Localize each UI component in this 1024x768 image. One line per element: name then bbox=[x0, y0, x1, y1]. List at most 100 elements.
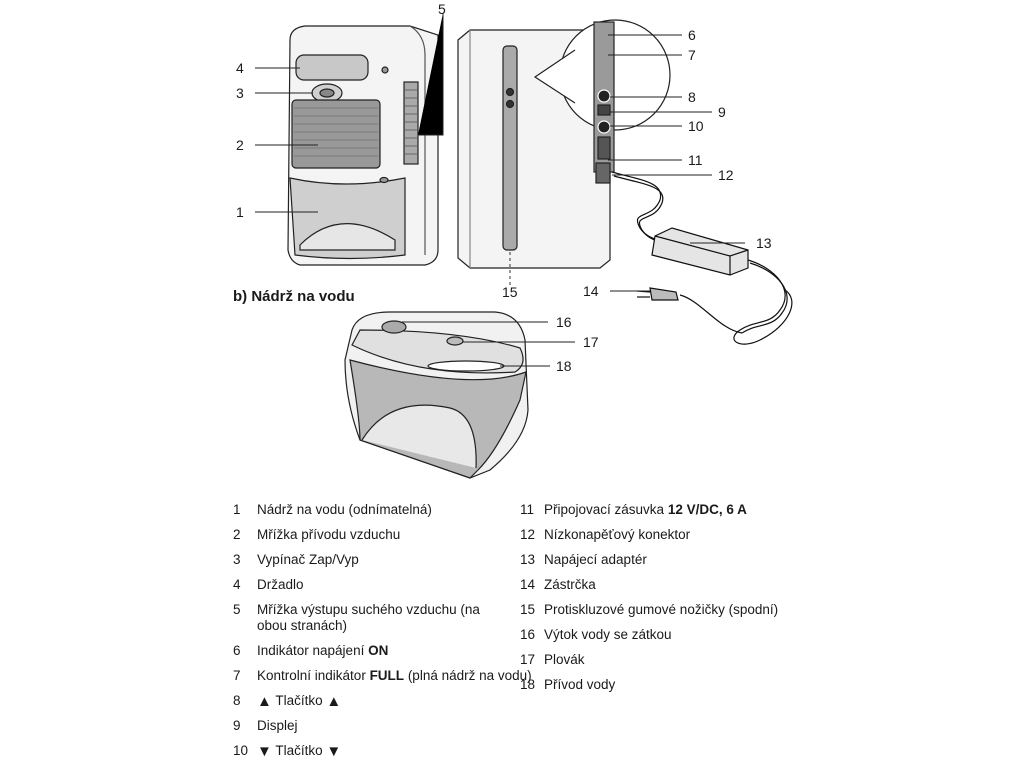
legend-text: Plovák bbox=[544, 652, 820, 668]
legend-text-bold: FULL bbox=[370, 668, 405, 683]
legend-number: 4 bbox=[233, 577, 257, 593]
legend-text: Indikátor napájení ON bbox=[257, 643, 523, 659]
callout-18: 18 bbox=[556, 358, 572, 374]
legend-number: 16 bbox=[520, 627, 544, 643]
down-triangle-icon: ▼ bbox=[257, 745, 272, 759]
dehumidifier-rear-view bbox=[458, 20, 670, 285]
callout-17: 17 bbox=[583, 334, 599, 350]
legend-item-7: 7 Kontrolní indikátor FULL (plná nádrž n… bbox=[233, 668, 523, 684]
legend-text: Výtok vody se zátkou bbox=[544, 627, 820, 643]
adapter-body-shape bbox=[652, 228, 748, 275]
legend-number: 9 bbox=[233, 718, 257, 734]
legend-number: 5 bbox=[233, 602, 257, 618]
legend-text: Protiskluzové gumové nožičky (spodní) bbox=[544, 602, 820, 618]
float-shape bbox=[447, 337, 463, 345]
legend-item-10: 10 ▼ Tlačítko ▼ bbox=[233, 743, 523, 759]
up-triangle-icon: ▲ bbox=[257, 695, 272, 709]
callout-13: 13 bbox=[756, 235, 772, 251]
legend-number: 8 bbox=[233, 693, 257, 709]
legend-item-8: 8 ▲ Tlačítko ▲ bbox=[233, 693, 523, 709]
legend-text: Kontrolní indikátor FULL (plná nádrž na … bbox=[257, 668, 532, 684]
legend-text: Vypínač Zap/Vyp bbox=[257, 552, 523, 568]
legend-number: 13 bbox=[520, 552, 544, 568]
legend-number: 14 bbox=[520, 577, 544, 593]
legend-item-17: 17 Plovák bbox=[520, 652, 820, 668]
air-outlet-grille-shape bbox=[404, 82, 418, 164]
legend-text: Zástrčka bbox=[544, 577, 820, 593]
callout-12: 12 bbox=[718, 167, 734, 183]
legend-text-part: (plná nádrž na vodu) bbox=[404, 668, 532, 683]
legend-number: 12 bbox=[520, 527, 544, 543]
callout-3: 3 bbox=[236, 85, 244, 101]
legend-text: Připojovací zásuvka 12 V/DC, 6 A bbox=[544, 502, 820, 518]
legend-text: Držadlo bbox=[257, 577, 523, 593]
legend-text: Mřížka přívodu vzduchu bbox=[257, 527, 523, 543]
up-triangle-icon: ▲ bbox=[326, 695, 341, 709]
plug-shape bbox=[650, 288, 678, 300]
water-outlet-plug-shape bbox=[382, 321, 406, 333]
legend-item-6: 6 Indikátor napájení ON bbox=[233, 643, 523, 659]
legend-text-bold: 12 V/DC, 6 A bbox=[668, 502, 747, 517]
legend-text-part: Tlačítko bbox=[275, 693, 322, 708]
legend-item-14: 14 Zástrčka bbox=[520, 577, 820, 593]
legend-number: 18 bbox=[520, 677, 544, 693]
callout-16: 16 bbox=[556, 314, 572, 330]
legend-number: 15 bbox=[520, 602, 544, 618]
legend-text: Nízkonapěťový konektor bbox=[544, 527, 820, 543]
legend-number: 11 bbox=[520, 502, 544, 518]
air-intake-grille-shape bbox=[292, 100, 380, 168]
callout-5: 5 bbox=[438, 1, 446, 17]
handle-shape bbox=[296, 55, 368, 80]
legend-item-9: 9 Displej bbox=[233, 718, 523, 734]
legend-item-15: 15 Protiskluzové gumové nožičky (spodní) bbox=[520, 602, 820, 618]
down-triangle-icon: ▼ bbox=[326, 745, 341, 759]
legend-text: Přívod vody bbox=[544, 677, 820, 693]
callout-10: 10 bbox=[688, 118, 704, 134]
product-diagram: 1 2 3 4 5 6 7 8 9 10 11 12 13 14 15 16 1… bbox=[0, 0, 1024, 490]
legend-text-part: Kontrolní indikátor bbox=[257, 668, 370, 683]
legend-text: ▼ Tlačítko ▼ bbox=[257, 743, 523, 759]
legend-left-column: 1 Nádrž na vodu (odnímatelná) 2 Mřížka p… bbox=[233, 502, 523, 768]
water-tank-view bbox=[345, 312, 528, 478]
callout-4: 4 bbox=[236, 60, 244, 76]
legend-item-4: 4 Držadlo bbox=[233, 577, 523, 593]
callout-6: 6 bbox=[688, 27, 696, 43]
legend-text: ▲ Tlačítko ▲ bbox=[257, 693, 523, 709]
callout-7: 7 bbox=[688, 47, 696, 63]
callout-1: 1 bbox=[236, 204, 244, 220]
power-adapter bbox=[612, 172, 792, 344]
legend-text-bold: ON bbox=[368, 643, 388, 658]
legend-text: Mřížka výstupu suchého vzduchu (na obou … bbox=[257, 602, 492, 634]
callout-9: 9 bbox=[718, 104, 726, 120]
legend-text-part: Indikátor napájení bbox=[257, 643, 368, 658]
callout-11: 11 bbox=[688, 152, 703, 168]
legend-item-3: 3 Vypínač Zap/Vyp bbox=[233, 552, 523, 568]
legend-text: Napájecí adaptér bbox=[544, 552, 820, 568]
legend-item-13: 13 Napájecí adaptér bbox=[520, 552, 820, 568]
legend-number: 3 bbox=[233, 552, 257, 568]
legend-number: 7 bbox=[233, 668, 257, 684]
legend-number: 10 bbox=[233, 743, 257, 759]
legend-number: 6 bbox=[233, 643, 257, 659]
callout-15: 15 bbox=[502, 284, 518, 300]
legend-item-18: 18 Přívod vody bbox=[520, 677, 820, 693]
legend-item-2: 2 Mřížka přívodu vzduchu bbox=[233, 527, 523, 543]
legend-item-12: 12 Nízkonapěťový konektor bbox=[520, 527, 820, 543]
legend-text-part: Tlačítko bbox=[275, 743, 322, 758]
control-panel-magnifier bbox=[560, 20, 670, 130]
legend-number: 2 bbox=[233, 527, 257, 543]
legend-item-5: 5 Mřížka výstupu suchého vzduchu (na obo… bbox=[233, 602, 523, 634]
legend-item-1: 1 Nádrž na vodu (odnímatelná) bbox=[233, 502, 523, 518]
legend-text-part: Připojovací zásuvka bbox=[544, 502, 668, 517]
legend-number: 1 bbox=[233, 502, 257, 518]
section-b-title: b) Nádrž na vodu bbox=[233, 288, 355, 305]
callout-8: 8 bbox=[688, 89, 696, 105]
legend-item-11: 11 Připojovací zásuvka 12 V/DC, 6 A bbox=[520, 502, 820, 518]
legend-text: Nádrž na vodu (odnímatelná) bbox=[257, 502, 523, 518]
legend-text: Displej bbox=[257, 718, 523, 734]
legend-right-column: 11 Připojovací zásuvka 12 V/DC, 6 A 12 N… bbox=[520, 502, 820, 702]
legend-number: 17 bbox=[520, 652, 544, 668]
callout-2: 2 bbox=[236, 137, 244, 153]
legend-item-16: 16 Výtok vody se zátkou bbox=[520, 627, 820, 643]
callout-14: 14 bbox=[583, 283, 599, 299]
